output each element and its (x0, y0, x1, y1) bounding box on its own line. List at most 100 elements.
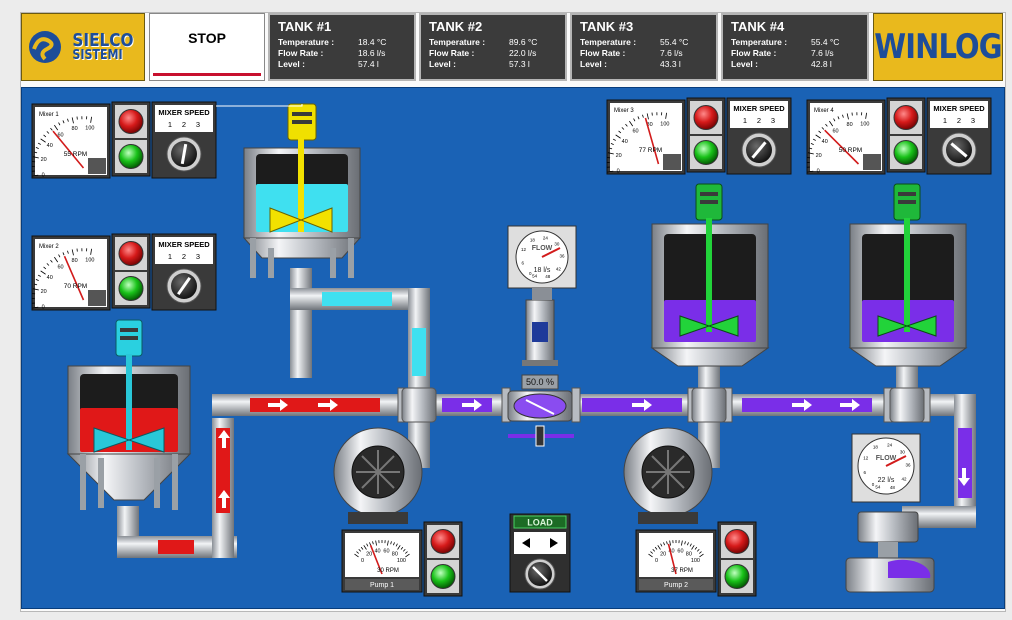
mixer-1-speed-option[interactable]: 1 (168, 120, 172, 129)
mixer-2-speed-option[interactable]: 2 (182, 252, 186, 261)
arrow-left-icon[interactable] (522, 538, 530, 548)
mixer-4-speed-option[interactable]: 1 (943, 116, 947, 125)
mixer-3-start-led[interactable] (693, 140, 719, 165)
flow-arrow-right-icon (840, 399, 860, 411)
mixer-4-gauge-tick-label: 80 (847, 122, 853, 128)
mixer-1-signal-line (216, 104, 303, 107)
flow-arrow-right-icon (632, 399, 652, 411)
tank-2-flow-label: Flow Rate : (429, 48, 475, 58)
mixer-4-gauge-tick (829, 120, 834, 127)
mixer-3-speed-option[interactable]: 3 (771, 116, 775, 125)
pump-2-gauge-tick-label: 80 (686, 552, 692, 558)
mixer-2-start-led[interactable] (118, 276, 144, 301)
control-valve[interactable]: 50.0 % (507, 299, 574, 447)
flow-meter-tick-label: 30 (554, 242, 560, 247)
tank-4-title: TANK #4 (731, 19, 785, 34)
load-direction-box[interactable] (514, 532, 566, 554)
mixer-4-gauge-tick (837, 116, 840, 120)
pump-1-gauge-tick (358, 548, 362, 552)
mixer-4-gauge-tick (807, 152, 814, 155)
mixer-4-speed-option[interactable]: 2 (957, 116, 961, 125)
flow-meter-tick-label: 24 (887, 442, 893, 447)
pump-1-gauge-tick (405, 553, 410, 558)
mixer-1-gauge-needle (52, 130, 85, 169)
valve-slider-handle[interactable] (535, 425, 545, 447)
pump-1-stop-led[interactable] (430, 529, 456, 554)
flow-meter-tick-label: 36 (559, 254, 565, 259)
mixer-1-gauge-value: 55 RPM (64, 151, 87, 158)
mixer-2-speed-option[interactable]: 3 (196, 252, 200, 261)
mixer-4-speed-option[interactable]: 3 (971, 116, 975, 125)
mixer-1-speed-option[interactable]: 2 (182, 120, 186, 129)
pump-2-gauge-tick (666, 541, 668, 545)
pump-2-gauge-tick (652, 548, 656, 552)
pump-2-name: Pump 2 (664, 582, 688, 589)
outlet-drum (845, 511, 935, 593)
pump-2-start-led[interactable] (724, 564, 750, 589)
tank-1-agitator-blade (269, 207, 333, 233)
valve-disc-stem (525, 399, 555, 415)
mixer-3-gauge-tick (609, 147, 613, 150)
tank-4-temperature-label: Temperature : (731, 37, 788, 47)
tank-4-agitator-blade (877, 315, 937, 337)
mixer-2-stop-led[interactable] (118, 241, 144, 266)
mixer-3-led-panel (686, 97, 726, 173)
mixer-3-speed-option[interactable]: 2 (757, 116, 761, 125)
mixer-3-gauge-tick-label: 0 (617, 168, 620, 174)
mixer-1-led-panel (111, 101, 151, 177)
pump-2-stop-led[interactable] (724, 529, 750, 554)
sielco-wordmark: SIELCO SISTEMI (72, 30, 134, 63)
mixer-4-gauge-tick (865, 112, 867, 119)
mixer-2-speed-option[interactable]: 1 (168, 252, 172, 261)
mixer-2-gauge-corner (88, 290, 106, 306)
mixer-1-stop-led[interactable] (118, 109, 144, 134)
pump-1-name-plate (345, 579, 419, 590)
pump-1-gauge-tick (372, 541, 374, 545)
winlog-wordmark: WINLOG (874, 27, 1002, 67)
mixer-3-gauge-tick-label: 40 (622, 139, 628, 145)
flow-meter-tick-label: 0 (529, 271, 532, 276)
pump-1 (333, 427, 423, 524)
tank-1-vessel (242, 103, 362, 278)
mixer-2-gauge-name: Mixer 2 (39, 244, 59, 250)
mixer-3-stop-led[interactable] (693, 105, 719, 130)
mixer-4-gauge-tick (807, 170, 814, 173)
arrow-right-icon[interactable] (550, 538, 558, 548)
pump-1-gauge-tick-label: 0 (361, 558, 364, 564)
mixer-2-knob-indicator (177, 276, 191, 296)
pump-2-gauge-tick (696, 548, 700, 552)
mixer-4-gauge-tick (815, 134, 821, 139)
pump-1-gauge-tick (400, 546, 404, 550)
fluid-cyan-down (412, 328, 426, 376)
flow-meter-tick-label: 12 (521, 247, 527, 252)
flow-meter-1-needle (541, 247, 561, 258)
stop-button[interactable]: STOP (149, 13, 265, 81)
mixer-1-start-led[interactable] (118, 144, 144, 169)
mixer-1-gauge-tick (35, 147, 39, 149)
mixer-2-gauge-tick (37, 274, 41, 277)
tank-1-level-value: 57.4 l (358, 59, 379, 69)
mixer-3-gauge-tick (629, 120, 634, 127)
pump-1-gauge-tick-label: 40 (374, 548, 380, 554)
mixer-4-gauge-tick (842, 114, 844, 118)
load-knob-indicator (532, 566, 548, 582)
mixer-4-start-led[interactable] (893, 140, 919, 165)
pump-2-gauge-value: 37 RPM (671, 568, 693, 574)
mixer-4-stop-led[interactable] (893, 105, 919, 130)
mixer-2-gauge-tick (62, 252, 65, 256)
pump-1-gauge-tick (360, 546, 364, 550)
mixer-2-gauge-tick (46, 263, 50, 266)
pump-1-start-led[interactable] (430, 564, 456, 589)
flow-meter-tick-label: 54 (875, 484, 881, 489)
flow-arrow-up-icon (218, 490, 230, 508)
mixer-3-speed-option[interactable]: 1 (743, 116, 747, 125)
pump-1-gauge-value: 30 RPM (377, 568, 399, 574)
mixer-2-gauge-tick (50, 259, 53, 263)
mixer-1-speed-option[interactable]: 3 (196, 120, 200, 129)
